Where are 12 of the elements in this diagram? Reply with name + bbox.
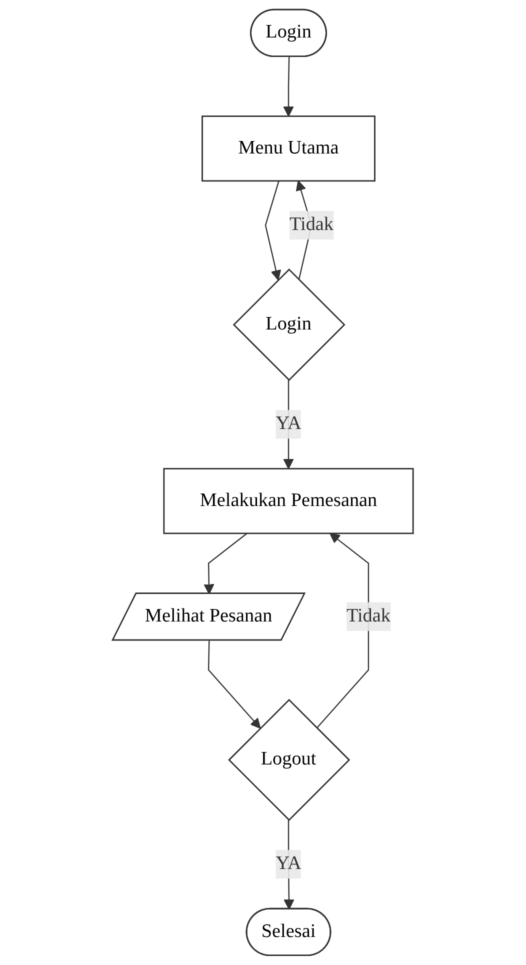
arrow bbox=[208, 640, 261, 729]
arrow bbox=[283, 56, 294, 117]
node-diamond: Login bbox=[233, 268, 346, 382]
edge-label: Tidak bbox=[346, 606, 391, 626]
edge-label: YA bbox=[276, 414, 302, 434]
arrow bbox=[204, 532, 248, 594]
arrow bbox=[265, 180, 282, 280]
edge-label: YA bbox=[276, 854, 302, 874]
node-box: Menu Utama bbox=[202, 116, 376, 182]
edge-label: Tidak bbox=[290, 214, 334, 235]
node-diamond: Logout bbox=[228, 698, 350, 822]
node-box: Melakukan Pemesanan bbox=[163, 468, 414, 534]
